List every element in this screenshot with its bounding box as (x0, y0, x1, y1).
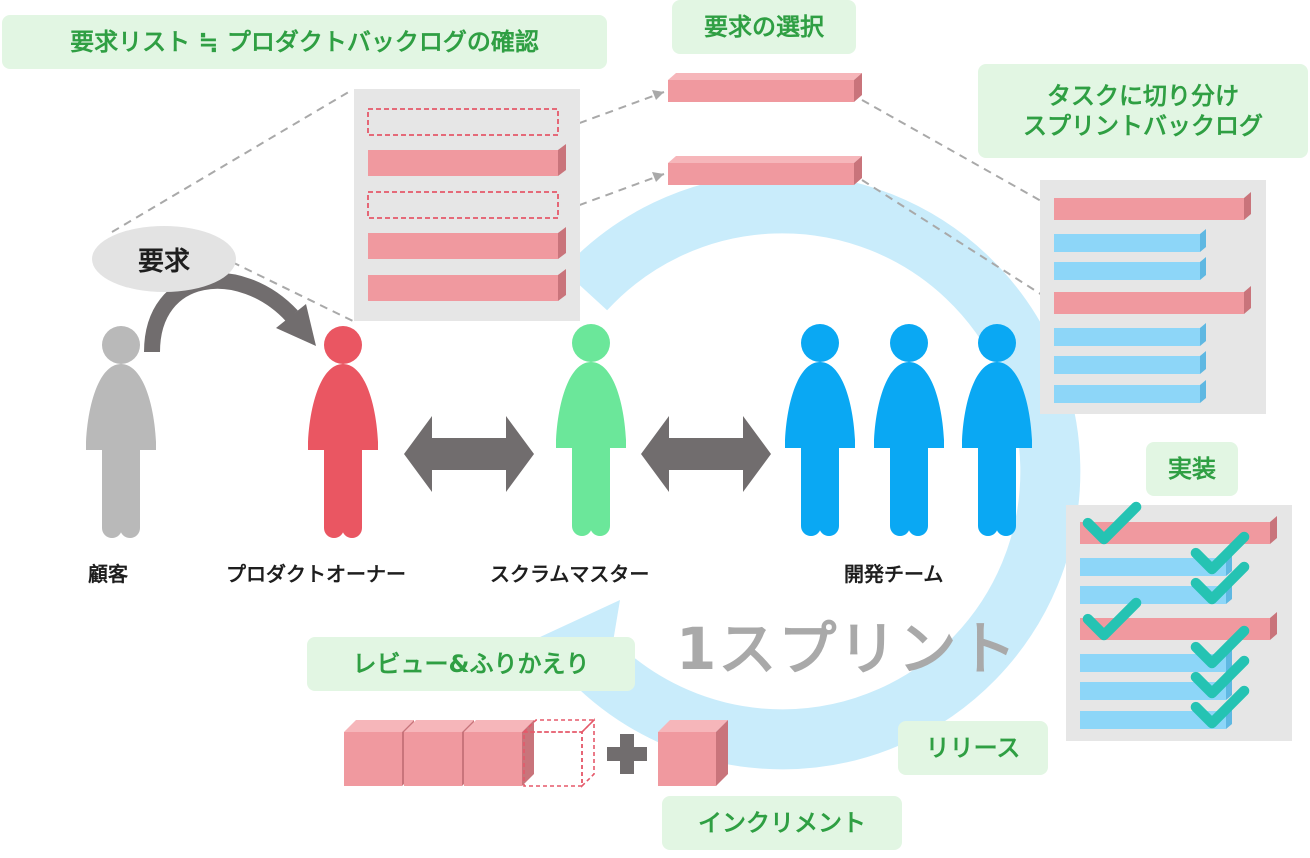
label-split: タスクに切り分け スプリントバックログ (978, 64, 1308, 158)
request-bubble: 要求 (92, 226, 236, 292)
person-icon (556, 324, 626, 536)
label-split-line1: タスクに切り分け (1047, 82, 1239, 110)
scrum-master-person (556, 320, 626, 536)
label-release: リリース (898, 721, 1048, 775)
selected-item (668, 156, 862, 185)
implementation-panel (1066, 505, 1292, 741)
role-scrum-master: スクラムマスター (490, 562, 650, 586)
role-product-owner: プロダクトオーナー (226, 562, 406, 586)
double-arrow-icon (404, 416, 534, 492)
increment-block-new (658, 720, 728, 786)
increment-block-empty (522, 718, 596, 788)
product-owner-person (308, 326, 378, 538)
backlog-item (368, 227, 566, 259)
backlog-item (368, 144, 566, 176)
selected-item (668, 73, 862, 102)
increment-block (464, 720, 534, 786)
increment-block (404, 720, 474, 786)
double-arrow-icon (641, 416, 771, 492)
increment-block (344, 720, 414, 786)
label-split-line2: スプリントバックログ (1023, 112, 1263, 140)
person-icon (86, 326, 156, 538)
backlog-item (368, 269, 566, 301)
label-requirements-list: 要求リスト ≒ プロダクトバックログの確認 (2, 15, 607, 69)
backlog-item-selected (367, 191, 559, 219)
role-customer: 顧客 (88, 562, 128, 586)
increment-blocks (344, 718, 728, 788)
sprint-backlog-panel (1040, 180, 1266, 414)
product-backlog-panel (354, 89, 580, 321)
dev-team-persons (785, 324, 1032, 536)
sprint-label: 1スプリント (676, 615, 1019, 683)
backlog-item-selected (367, 108, 559, 136)
label-increment: インクリメント (662, 796, 902, 850)
person-icon (308, 326, 378, 538)
label-select: 要求の選択 (672, 0, 856, 54)
customer-person (86, 326, 156, 538)
label-implement: 実装 (1146, 442, 1238, 496)
label-review: レビュー&ふりかえり (307, 637, 635, 691)
dashed-connectors (111, 89, 1051, 323)
role-dev-team: 開発チーム (844, 562, 944, 586)
plus-icon (607, 734, 647, 774)
person-icon (874, 324, 944, 536)
person-icon (785, 324, 855, 536)
